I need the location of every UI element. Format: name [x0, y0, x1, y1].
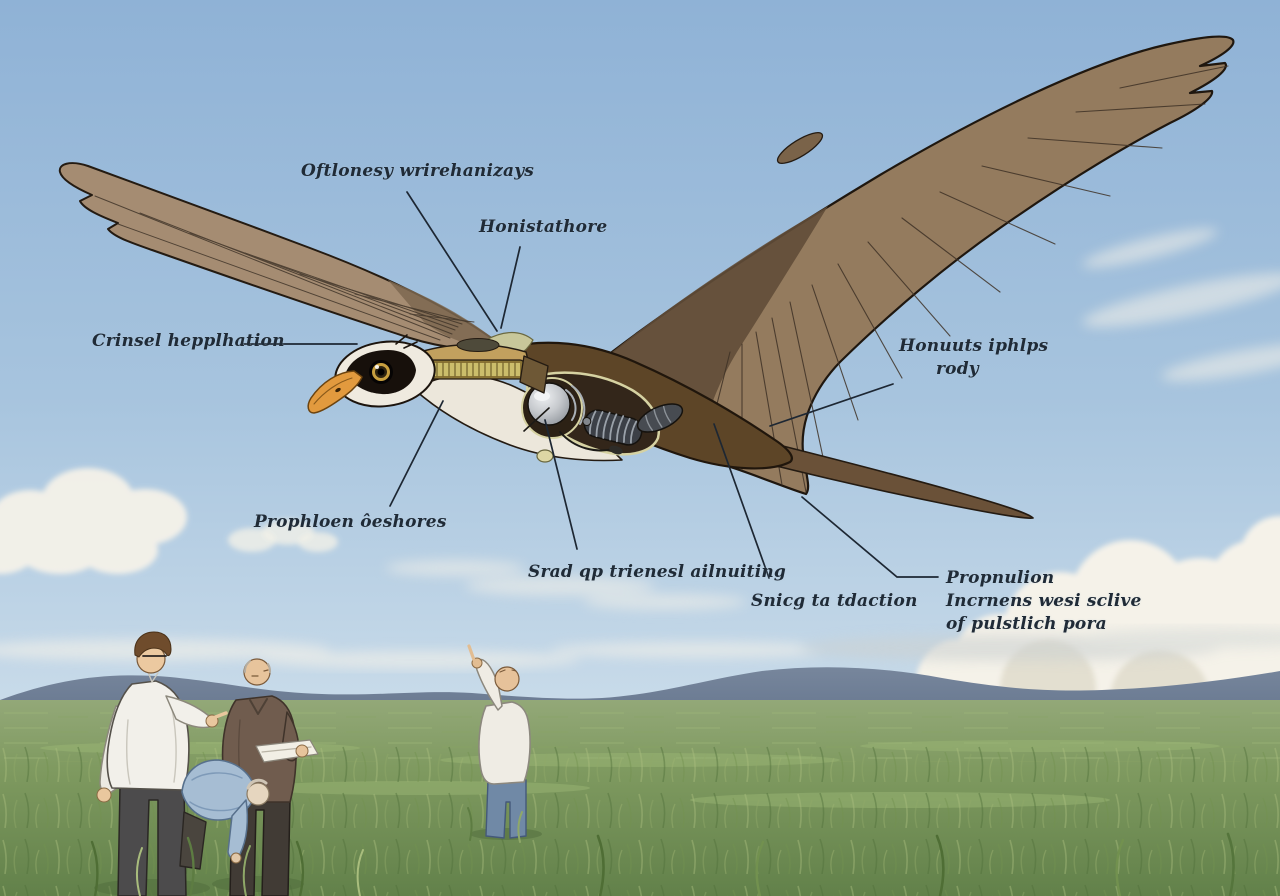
label-neck-mechanism: Honistathore	[479, 217, 608, 237]
body-cutaway	[521, 371, 661, 456]
right-wing	[610, 35, 1235, 496]
label-wing-mechanism: Oftlonesy wrirehanizays	[301, 161, 535, 181]
belly-knob	[536, 449, 554, 463]
label-belly-unit: Snicg ta tdaction	[751, 591, 918, 611]
leader-lines	[243, 191, 939, 579]
label-propulsion-line1: Propnulion	[946, 568, 1055, 588]
left-wing	[58, 162, 506, 351]
label-propulsion-line2: Incrnens wesi sclive	[946, 591, 1142, 611]
ground-shadow	[470, 828, 542, 840]
label-head-unit: Crinsel hepplhation	[92, 331, 285, 351]
label-chest-unit: Prophloen ôeshores	[254, 512, 447, 532]
label-propulsion-line3: of pulstlich pora	[946, 614, 1107, 634]
leader-wing-mechanism	[406, 191, 498, 332]
alula-feather	[776, 131, 824, 165]
label-wing-body-line2: rody	[936, 359, 979, 379]
label-propulsion: Propnulion Incrnens wesi sclive of pulst…	[946, 567, 1142, 636]
foreground-grass	[90, 807, 1235, 896]
bird-head	[307, 334, 436, 414]
leader-wing-body	[769, 383, 894, 427]
leader-belly-unit	[713, 423, 770, 579]
label-wing-body: Honuuts iphlps rody	[899, 335, 1048, 381]
ground-shadow	[212, 876, 304, 892]
observer-pointing-man	[96, 631, 228, 896]
beak	[307, 370, 363, 414]
label-wing-body-line1: Honuuts iphlps	[899, 336, 1049, 356]
leader-core-drive	[544, 419, 578, 550]
leader-propulsion	[801, 496, 939, 578]
observer-bending-person	[179, 759, 270, 870]
observer-pointing-child	[467, 644, 531, 839]
label-core-drive: Srad qp trienesl ailnuiting	[528, 562, 787, 582]
spring-mechanism	[582, 409, 643, 446]
sphere-mechanism	[527, 382, 571, 426]
flank-capsule	[636, 403, 684, 433]
leader-neck-mechanism	[500, 246, 521, 329]
leader-chest-unit	[389, 400, 444, 507]
mechanical-bird	[58, 35, 1235, 519]
